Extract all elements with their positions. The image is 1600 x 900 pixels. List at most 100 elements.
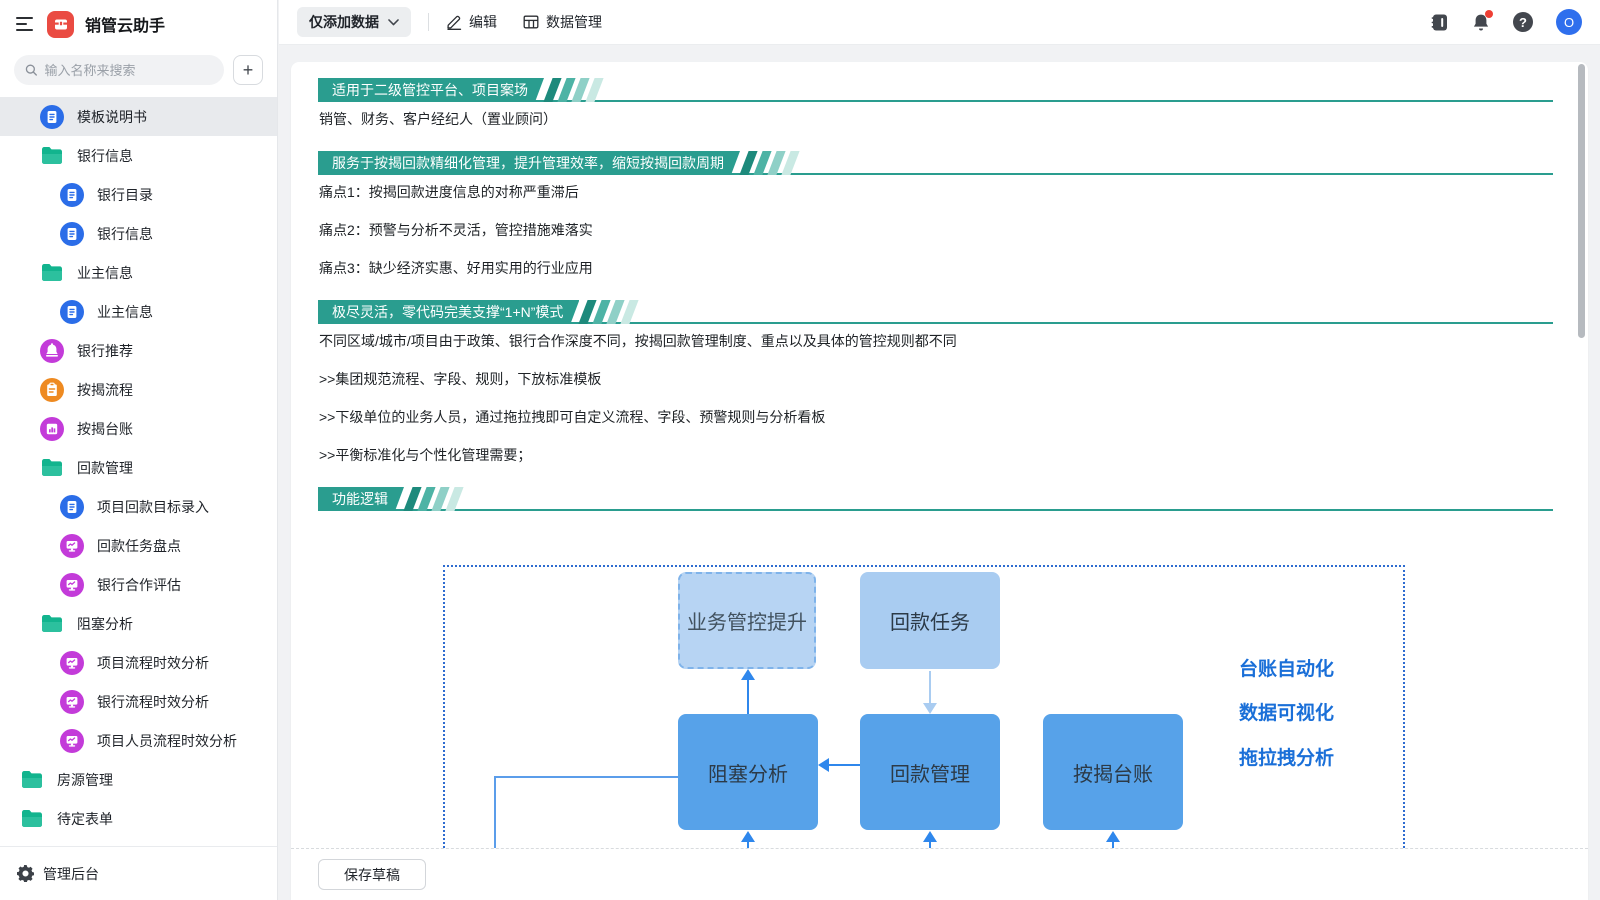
sidebar-item-bank-recommend[interactable]: 银行推荐 xyxy=(0,331,277,370)
admin-console-button[interactable]: 管理后台 xyxy=(0,846,277,900)
sidebar-item-label: 回款管理 xyxy=(77,459,133,476)
sidebar-item-bank-info[interactable]: 银行信息 xyxy=(0,214,277,253)
table-grid-icon xyxy=(523,15,539,29)
banner-row: 服务于按揭回款精细化管理，提升管理效率，缩短按揭回款周期 xyxy=(318,151,1553,175)
sidebar-item-project-staff-process-time-analysis[interactable]: 项目人员流程时效分析 xyxy=(0,721,277,760)
sidebar-item-owner-info[interactable]: 业主信息 xyxy=(0,292,277,331)
section-banner: 适用于二级管控平台、项目案场 xyxy=(318,78,544,102)
toolbar-divider xyxy=(428,13,429,31)
sidebar-item-payment-mgmt-folder[interactable]: 回款管理 xyxy=(0,448,277,487)
banner-row: 极尽灵活，零代码完美支撑“1+N”模式 xyxy=(318,300,1553,324)
collapse-menu-icon[interactable] xyxy=(16,14,36,34)
arrow-up-head xyxy=(741,669,755,680)
section-banner: 极尽灵活，零代码完美支撑“1+N”模式 xyxy=(318,300,579,324)
sidebar-item-label: 银行信息 xyxy=(77,147,133,164)
dashboard-icon xyxy=(60,533,84,558)
data-manage-button[interactable]: 数据管理 xyxy=(523,12,602,32)
notebook-button[interactable] xyxy=(1430,13,1449,32)
paragraph: >>下级单位的业务人员，通过拖拉拽即可自定义流程、字段、预警规则与分析看板 xyxy=(319,409,826,425)
paragraph: 痛点3：缺少经济实惠、好用实用的行业应用 xyxy=(319,260,593,276)
sidebar-item-bank-info-folder[interactable]: 银行信息 xyxy=(0,136,277,175)
sidebar-item-label: 业主信息 xyxy=(97,303,153,320)
edit-button[interactable]: 编辑 xyxy=(446,12,497,32)
dashboard-icon xyxy=(60,689,84,714)
add-button[interactable]: + xyxy=(233,55,263,85)
dashboard-icon xyxy=(60,728,84,753)
elbow-connector-line xyxy=(494,776,496,850)
diagram-node-payment-task: 回款任务 xyxy=(860,572,1000,669)
doc-icon xyxy=(60,299,84,324)
sidebar-item-label: 按揭台账 xyxy=(77,420,133,437)
sidebar-item-template-manual[interactable]: 模板说明书 xyxy=(0,97,277,136)
sidebar-item-blocking-analysis-folder[interactable]: 阻塞分析 xyxy=(0,604,277,643)
folder-icon xyxy=(40,144,64,168)
banner-row: 适用于二级管控平台、项目案场 xyxy=(318,78,1553,102)
sidebar-item-mortgage-ledger[interactable]: 按揭台账 xyxy=(0,409,277,448)
user-avatar[interactable]: O xyxy=(1556,9,1582,35)
paragraph: 痛点1：按揭回款进度信息的对称严重滞后 xyxy=(319,184,579,200)
sidebar-item-label: 项目人员流程时效分析 xyxy=(97,732,237,749)
section-audience: 适用于二级管控平台、项目案场 销管、财务、客户经纪人（置业顾问） xyxy=(318,78,1553,129)
search-input[interactable] xyxy=(44,62,213,78)
sidebar-item-bank-process-time-analysis[interactable]: 银行流程时效分析 xyxy=(0,682,277,721)
folder-icon xyxy=(40,612,64,636)
sidebar-item-housing-mgmt[interactable]: 房源管理 xyxy=(0,760,277,799)
topbar-right-actions: ? O xyxy=(1430,9,1582,35)
mode-dropdown-button[interactable]: 仅添加数据 xyxy=(297,7,411,37)
sidebar-item-label: 银行流程时效分析 xyxy=(97,693,209,710)
sidebar-item-label: 银行推荐 xyxy=(77,342,133,359)
chevron-down-icon xyxy=(388,18,399,25)
arrow-up-line xyxy=(1112,842,1114,850)
document-card: 适用于二级管控平台、项目案场 销管、财务、客户经纪人（置业顾问） 服务于按揭回款… xyxy=(291,62,1588,900)
data-manage-label: 数据管理 xyxy=(546,14,602,30)
sidebar-tree: 模板说明书 银行信息 银行目录 银行信息 业主信息 业主信息 银行推荐 xyxy=(0,97,277,838)
sidebar-item-owner-info-folder[interactable]: 业主信息 xyxy=(0,253,277,292)
sidebar-item-bank-directory[interactable]: 银行目录 xyxy=(0,175,277,214)
paragraph: >>集团规范流程、字段、规则，下放标准模板 xyxy=(319,371,602,387)
notifications-button[interactable] xyxy=(1472,9,1493,32)
sidebar-item-label: 业主信息 xyxy=(77,264,133,281)
sidebar-item-label: 项目流程时效分析 xyxy=(97,654,209,671)
folder-icon xyxy=(40,261,64,285)
admin-console-label: 管理后台 xyxy=(43,865,99,882)
clipboard-icon xyxy=(40,377,64,402)
sidebar-item-label: 银行合作评估 xyxy=(97,576,181,593)
arrow-left-head xyxy=(818,758,829,772)
sidebar-item-label: 银行信息 xyxy=(97,225,153,242)
arrow-up-head xyxy=(741,831,755,842)
sidebar: 销管云助手 + 模板说明书 银行信息 银行目录 银行信息 业主信息 xyxy=(0,0,278,900)
help-button[interactable]: ? xyxy=(1513,12,1533,32)
sidebar-item-label: 模板说明书 xyxy=(77,108,147,125)
sidebar-item-bank-cooperation-eval[interactable]: 银行合作评估 xyxy=(0,565,277,604)
sidebar-item-mortgage-process[interactable]: 按揭流程 xyxy=(0,370,277,409)
arrow-up-line xyxy=(747,679,749,714)
sidebar-item-project-payment-target-entry[interactable]: 项目回款目标录入 xyxy=(0,487,277,526)
doc-icon xyxy=(60,494,84,519)
dashboard-icon xyxy=(60,650,84,675)
sidebar-item-project-process-time-analysis[interactable]: 项目流程时效分析 xyxy=(0,643,277,682)
vertical-scrollbar[interactable] xyxy=(1578,64,1585,338)
gear-icon xyxy=(17,865,34,882)
paragraph: 不同区域/城市/项目由于政策、银行合作深度不同，按揭回款管理制度、重点以及具体的… xyxy=(319,333,957,349)
sidebar-item-payment-task-review[interactable]: 回款任务盘点 xyxy=(0,526,277,565)
pencil-icon xyxy=(447,15,462,30)
search-input-wrap[interactable] xyxy=(14,55,224,85)
banner-stripes-decoration xyxy=(739,151,800,175)
section-purpose: 服务于按揭回款精细化管理，提升管理效率，缩短按揭回款周期 痛点1：按揭回款进度信… xyxy=(318,151,1553,278)
sidebar-item-pending-forms[interactable]: 待定表单 xyxy=(0,799,277,838)
alarm-icon xyxy=(40,338,64,363)
diagram-side-label: 数据可视化 xyxy=(1239,703,1335,724)
section-function-logic: 功能逻辑 xyxy=(318,487,1553,511)
dashboard-icon xyxy=(60,572,84,597)
sidebar-item-label: 项目回款目标录入 xyxy=(97,498,209,515)
diagram-node-payment-mgmt: 回款管理 xyxy=(860,714,1000,830)
arrow-up-head xyxy=(923,831,937,842)
notebook-icon xyxy=(1431,14,1447,30)
diagram-side-label: 拖拉拽分析 xyxy=(1239,748,1335,769)
sidebar-item-label: 银行目录 xyxy=(97,186,153,203)
arrow-up-line xyxy=(929,842,931,850)
arrow-down-line xyxy=(929,671,931,704)
sidebar-item-label: 待定表单 xyxy=(57,810,113,827)
section-flexibility: 极尽灵活，零代码完美支撑“1+N”模式 不同区域/城市/项目由于政策、银行合作深… xyxy=(318,300,1553,465)
save-draft-button[interactable]: 保存草稿 xyxy=(318,859,426,890)
